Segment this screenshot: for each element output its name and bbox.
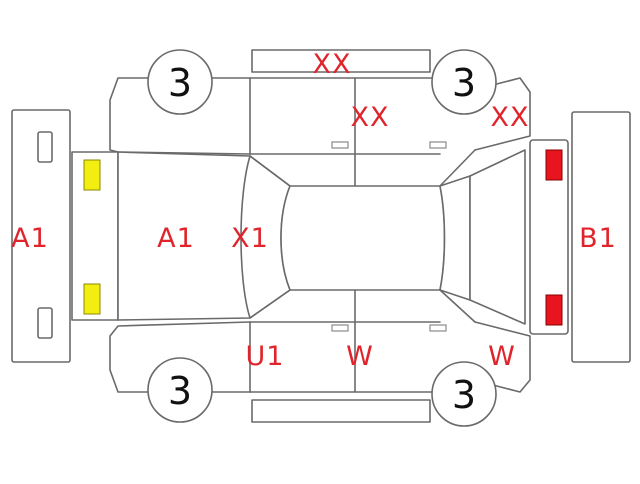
code-front-bumper: A1 — [11, 223, 49, 254]
rear-lamp-housing — [529, 139, 569, 335]
front-bumper[interactable] — [11, 109, 71, 363]
rear-bumper[interactable] — [571, 111, 631, 363]
roof-top-strip[interactable] — [251, 49, 431, 73]
wheel-rear-top[interactable]: 3 — [431, 49, 497, 115]
right-rear-door-handle — [429, 141, 447, 149]
code-hood: A1 — [157, 223, 195, 254]
left-rear-door-handle — [429, 324, 447, 332]
wheel-front-top-number: 3 — [168, 61, 192, 105]
wheel-front-bottom-number: 3 — [168, 369, 192, 413]
code-left-rear-quarter: W — [488, 341, 516, 372]
front-right-lamp — [83, 159, 101, 191]
code-roof-top-edge: XX — [313, 49, 352, 80]
rear-right-lamp — [545, 149, 563, 181]
wheel-front-bottom[interactable]: 3 — [147, 357, 213, 423]
code-right-rear-quarter: XX — [491, 102, 530, 133]
right-front-door-handle — [331, 141, 349, 149]
rear-window[interactable] — [439, 175, 471, 301]
code-windshield: X1 — [231, 223, 269, 254]
front-bumper-bracket-bottom — [37, 307, 53, 339]
wheel-rear-bottom[interactable]: 3 — [431, 361, 497, 427]
wheel-rear-bottom-number: 3 — [452, 373, 476, 417]
left-front-door-handle — [331, 324, 349, 332]
wheel-rear-top-number: 3 — [452, 61, 476, 105]
wheel-front-top[interactable]: 3 — [147, 49, 213, 115]
front-bumper-bracket-top — [37, 131, 53, 163]
tailgate[interactable] — [469, 149, 526, 325]
code-left-side-panel: W — [346, 341, 374, 372]
roof-panel[interactable] — [280, 185, 446, 291]
code-rear-bumper: B1 — [579, 223, 617, 254]
rear-left-lamp — [545, 294, 563, 326]
rocker-bottom-strip[interactable] — [251, 399, 431, 423]
front-left-lamp — [83, 283, 101, 315]
code-right-side-panel: XX — [351, 102, 390, 133]
top-body — [71, 139, 569, 335]
code-left-front-panel: U1 — [246, 341, 285, 372]
